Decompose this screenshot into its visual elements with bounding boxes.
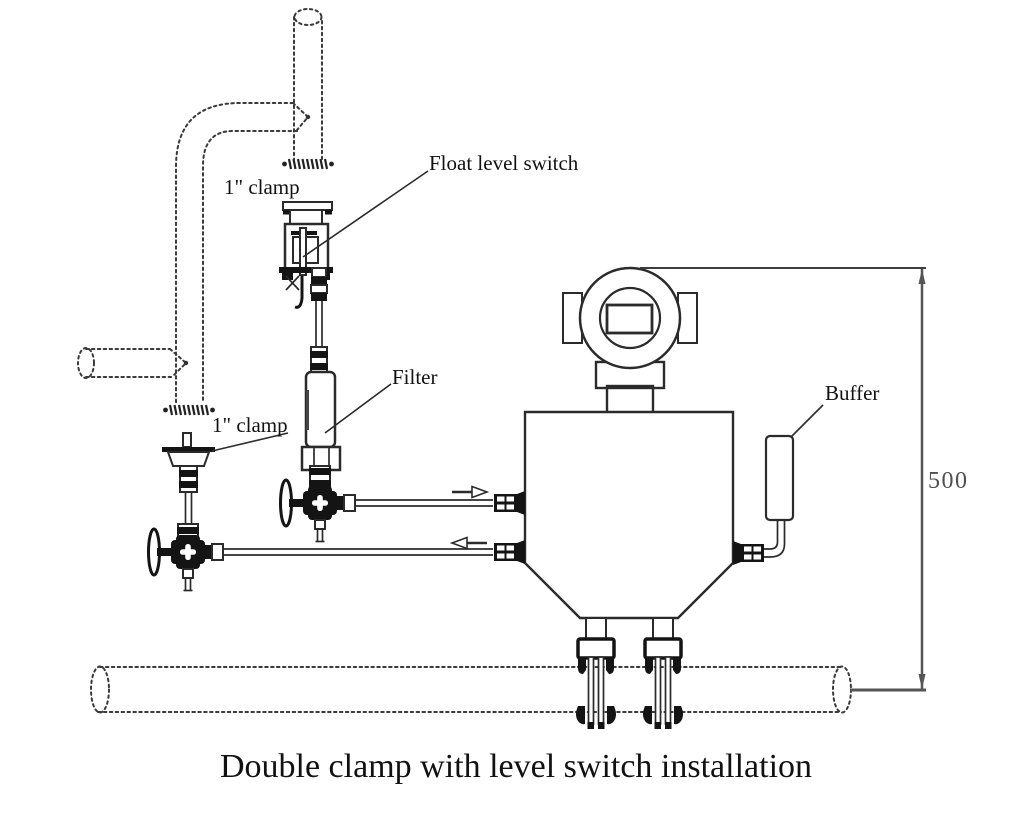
diagram-caption: Double clamp with level switch installat… [220,748,812,785]
leader-left-clamp [211,432,289,452]
upper-pipe [355,485,493,507]
leader-float-level-switch [302,170,429,258]
meter-port-lower-left [494,540,525,564]
meter-body [523,410,735,620]
buffer-body [764,434,795,522]
label-filter: Filter [392,365,438,389]
display-window [605,303,654,335]
flow-meter [494,266,764,731]
dimension-value: 500 [928,468,969,494]
lower-pipe [223,536,493,556]
label-top-clamp: 1" clamp [224,175,300,199]
filter-body [300,370,342,488]
meter-port-right [733,541,764,565]
dimension-500: 500 [640,267,969,692]
process-pipe-top [77,8,335,417]
left-clamp-assembly [162,432,215,538]
leader-filter [324,383,392,434]
label-float-level-switch: Float level switch [429,151,579,175]
leader-lines [211,170,824,452]
meter-port-upper-left [494,491,525,515]
switch-to-filter-pipe [310,301,328,374]
pipe-clamp-right [641,616,685,731]
lower-valve [147,527,225,592]
buffer-assembly [764,434,795,558]
leader-buffer [790,404,824,438]
label-buffer: Buffer [825,381,879,405]
label-left-clamp: 1" clamp [212,413,288,437]
flow-arrow-in [471,485,490,499]
flow-arrow-out [449,536,468,550]
upper-valve [279,478,357,543]
float-level-switch [279,201,333,309]
process-pipe-bottom [90,665,852,714]
